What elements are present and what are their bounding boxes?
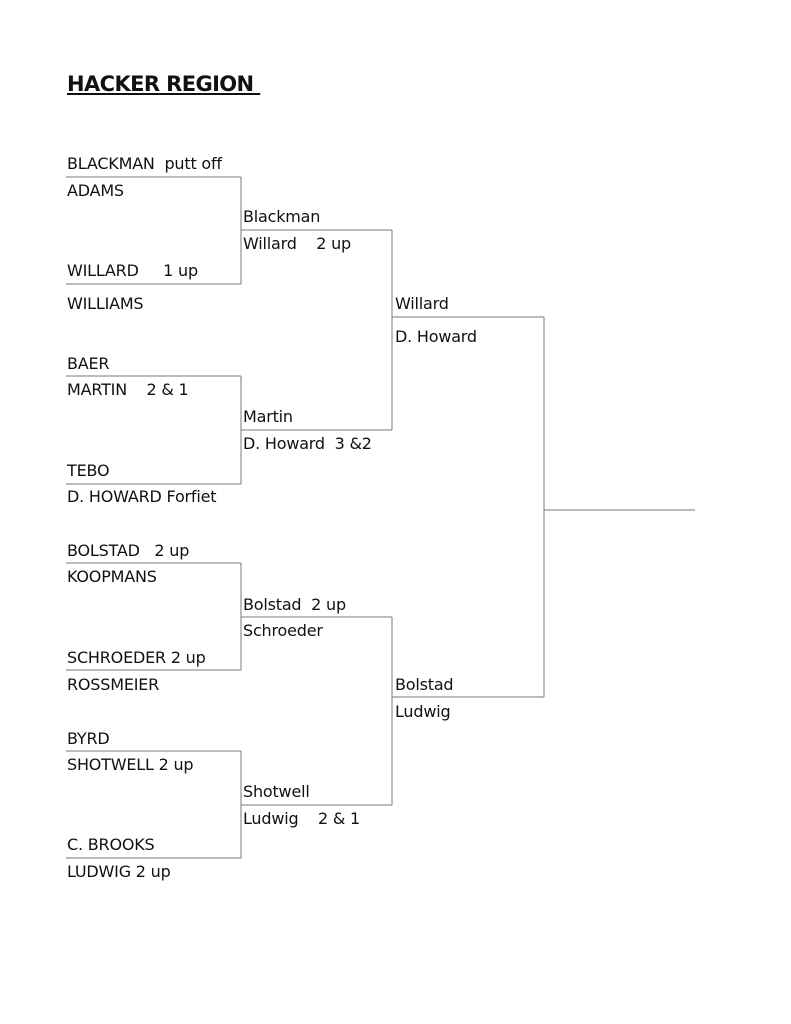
r3-entrant: Bolstad	[395, 675, 454, 694]
r1-entrant: ADAMS	[67, 181, 124, 200]
r1-entrant: TEBO	[67, 461, 110, 480]
r2-entrant: D. Howard 3 &2	[243, 434, 372, 453]
r2-entrant: Schroeder	[243, 621, 323, 640]
r2-entrant: Martin	[243, 407, 293, 426]
r1-entrant: WILLIAMS	[67, 294, 144, 313]
r1-entrant: BYRD	[67, 729, 110, 748]
r1-entrant: MARTIN 2 & 1	[67, 380, 189, 399]
r1-entrant: BOLSTAD 2 up	[67, 541, 190, 560]
r1-entrant: C. BROOKS	[67, 835, 155, 854]
r2-entrant: Willard 2 up	[243, 234, 351, 253]
r2-entrant: Bolstad 2 up	[243, 595, 346, 614]
r2-entrant: Blackman	[243, 207, 321, 226]
r1-entrant: ROSSMEIER	[67, 675, 160, 694]
r2-entrant: Shotwell	[243, 782, 310, 801]
r1-entrant: D. HOWARD Forfiet	[67, 487, 217, 506]
r2-entrant: Ludwig 2 & 1	[243, 809, 360, 828]
r1-entrant: SHOTWELL 2 up	[67, 755, 194, 774]
r1-entrant: LUDWIG 2 up	[67, 862, 171, 881]
r1-entrant: BLACKMAN putt off	[67, 154, 222, 173]
page-title: HACKER REGION	[67, 72, 261, 96]
r3-entrant: D. Howard	[395, 327, 477, 346]
r1-entrant: WILLARD 1 up	[67, 261, 198, 280]
r3-entrant: Ludwig	[395, 702, 451, 721]
r1-entrant: BAER	[67, 354, 110, 373]
r1-entrant: KOOPMANS	[67, 567, 157, 586]
r3-entrant: Willard	[395, 294, 449, 313]
r1-entrant: SCHROEDER 2 up	[67, 648, 206, 667]
